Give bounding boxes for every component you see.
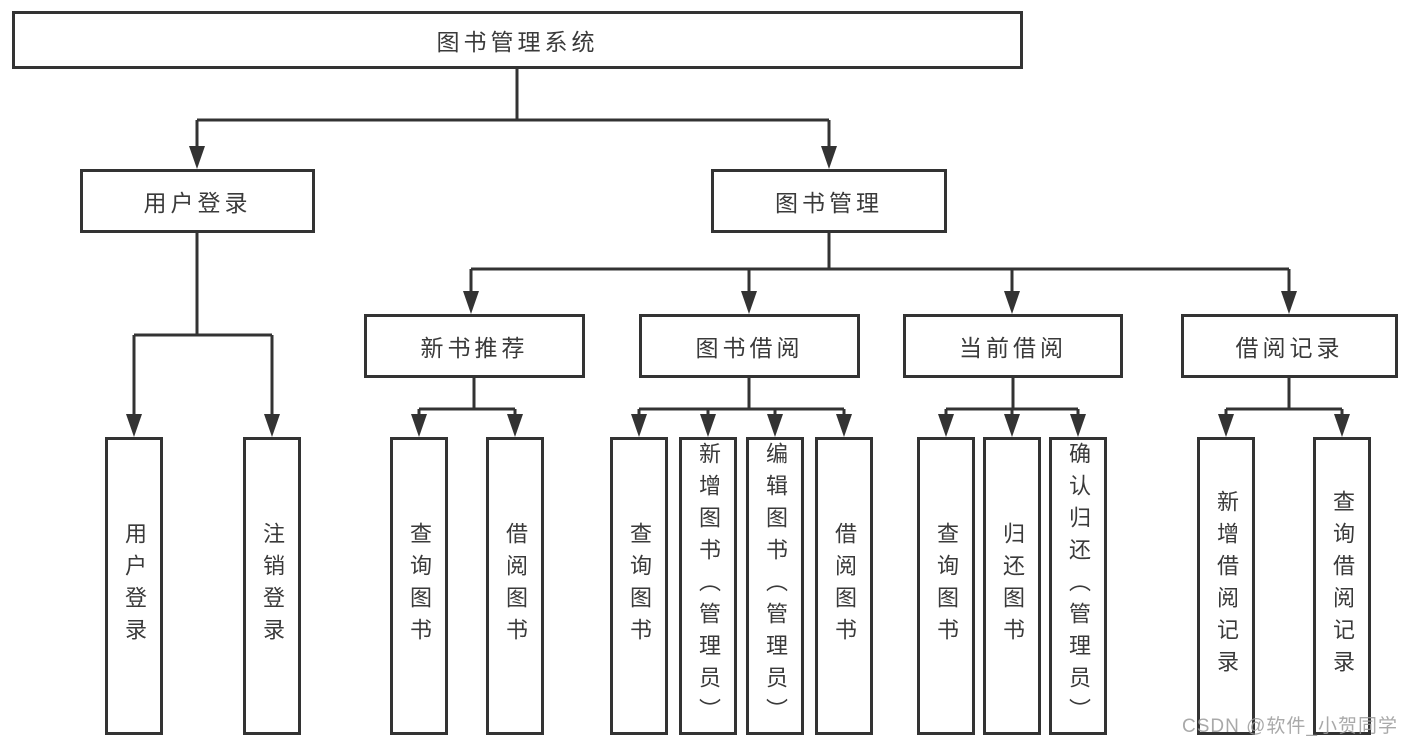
records-group-connector	[1224, 378, 1344, 415]
node-user-login-leaf: 用户登录	[105, 437, 163, 735]
node-user-login-label: 用户登录	[143, 190, 252, 216]
node-query-books-recommend-label: 查询图书	[407, 522, 432, 650]
user-branch-connector	[132, 233, 274, 415]
node-book-management-label: 图书管理	[775, 190, 883, 216]
node-return-books: 归还图书	[983, 437, 1041, 735]
node-add-borrow-record: 新增借阅记录	[1197, 437, 1255, 735]
node-new-book-recommend-label: 新书推荐	[420, 335, 529, 361]
node-add-books-admin-label: 新增图书（管理员）	[696, 442, 721, 730]
node-user-login: 用户登录	[80, 169, 315, 233]
node-confirm-return-admin-label: 确认归还（管理员）	[1066, 442, 1091, 730]
node-new-book-recommend: 新书推荐	[364, 314, 585, 378]
node-query-books-borrow: 查询图书	[610, 437, 668, 735]
node-query-borrow-record-label: 查询借阅记录	[1330, 490, 1355, 682]
node-edit-books-admin: 编辑图书（管理员）	[746, 437, 804, 735]
node-confirm-return-admin: 确认归还（管理员）	[1049, 437, 1107, 735]
node-current-borrow: 当前借阅	[903, 314, 1123, 378]
node-logout: 注销登录	[243, 437, 301, 735]
arrowheads	[126, 146, 1350, 437]
node-borrow-records: 借阅记录	[1181, 314, 1398, 378]
node-book-borrow-label: 图书借阅	[695, 335, 804, 361]
node-root-label: 图书管理系统	[436, 29, 599, 55]
node-book-management: 图书管理	[711, 169, 947, 233]
node-logout-label: 注销登录	[260, 522, 285, 650]
node-add-borrow-record-label: 新增借阅记录	[1214, 490, 1239, 682]
node-query-borrow-record: 查询借阅记录	[1313, 437, 1371, 735]
node-query-books-recommend: 查询图书	[390, 437, 448, 735]
node-borrow-books-recommend-label: 借阅图书	[503, 522, 528, 650]
node-borrow-books: 借阅图书	[815, 437, 873, 735]
node-borrow-books-label: 借阅图书	[832, 522, 857, 650]
root-connector	[195, 69, 831, 147]
csdn-watermark: CSDN @软件_小贺同学	[1182, 716, 1398, 737]
node-add-books-admin: 新增图书（管理员）	[679, 437, 737, 735]
borrow-group-connector	[637, 378, 846, 415]
node-query-books-borrow-label: 查询图书	[627, 522, 652, 650]
node-borrow-books-recommend: 借阅图书	[486, 437, 544, 735]
node-book-borrow: 图书借阅	[639, 314, 860, 378]
node-borrow-records-label: 借阅记录	[1235, 335, 1344, 361]
node-query-books-current-label: 查询图书	[934, 522, 959, 650]
node-current-borrow-label: 当前借阅	[959, 335, 1067, 361]
recommend-group-connector	[417, 378, 517, 415]
current-group-connector	[944, 378, 1080, 415]
node-query-books-current: 查询图书	[917, 437, 975, 735]
node-root: 图书管理系统	[12, 11, 1023, 69]
node-user-login-leaf-label: 用户登录	[122, 522, 147, 650]
node-return-books-label: 归还图书	[1000, 522, 1025, 650]
node-edit-books-admin-label: 编辑图书（管理员）	[763, 442, 788, 730]
book-branch-connector	[469, 233, 1291, 292]
